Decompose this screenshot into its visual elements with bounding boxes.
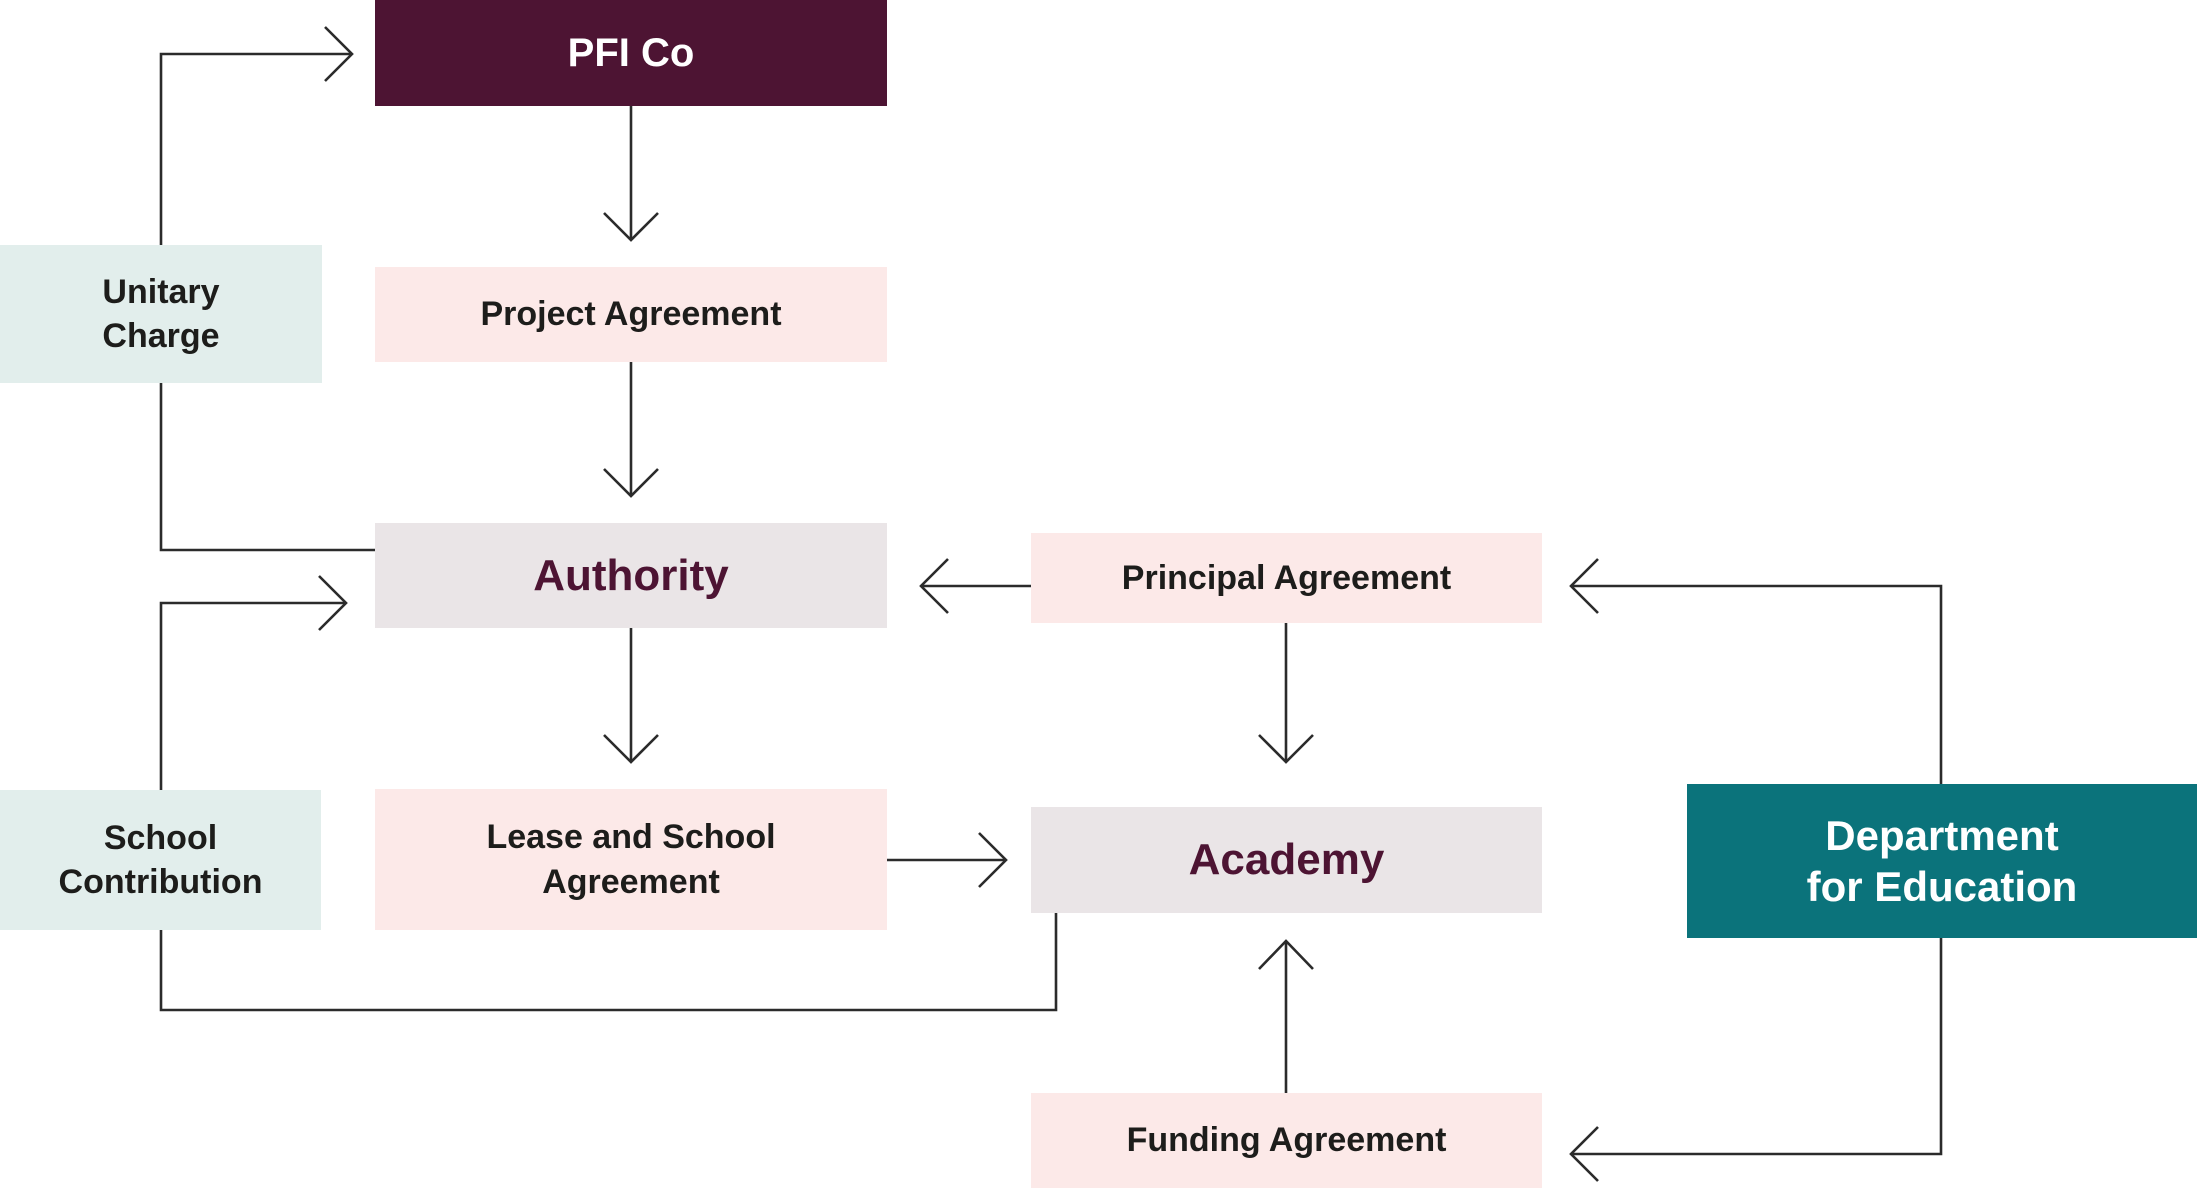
node-funding-agreement: Funding Agreement <box>1031 1093 1542 1188</box>
edge-principal-academy-arrow <box>1258 623 1314 764</box>
node-school-contribution-label: School Contribution <box>58 818 263 901</box>
node-school-contribution: School Contribution <box>0 790 321 930</box>
node-academy-label: Academy <box>1188 835 1385 885</box>
edge-funding-academy-arrow <box>1258 939 1314 1093</box>
node-lease-school-agreement: Lease and School Agreement <box>375 789 887 930</box>
node-principal-agreement: Principal Agreement <box>1031 533 1542 623</box>
node-department-for-education: Department for Education <box>1687 784 2197 938</box>
node-unitary-charge: Unitary Charge <box>0 245 322 383</box>
edge-project-authority-arrow <box>603 362 659 498</box>
edge-pfico-project-arrow <box>603 106 659 242</box>
node-unitary-charge-label: Unitary Charge <box>102 272 220 355</box>
edge-school-contribution-loop <box>159 575 1058 1012</box>
node-project-agreement-label: Project Agreement <box>480 295 782 334</box>
node-pfi-co: PFI Co <box>375 0 887 106</box>
node-authority-label: Authority <box>533 550 729 600</box>
node-funding-agreement-label: Funding Agreement <box>1126 1121 1447 1160</box>
edge-lease-academy-arrow <box>887 832 1008 888</box>
node-academy: Academy <box>1031 807 1542 913</box>
node-lease-school-agreement-label: Lease and School Agreement <box>486 818 776 901</box>
edge-principal-authority-arrow <box>919 558 1031 614</box>
node-principal-agreement-label: Principal Agreement <box>1121 558 1452 597</box>
edge-authority-lease-arrow <box>603 628 659 764</box>
node-project-agreement: Project Agreement <box>375 267 887 362</box>
node-department-for-education-label: Department for Education <box>1806 811 2078 910</box>
node-pfi-co-label: PFI Co <box>567 31 695 75</box>
node-authority: Authority <box>375 523 887 628</box>
